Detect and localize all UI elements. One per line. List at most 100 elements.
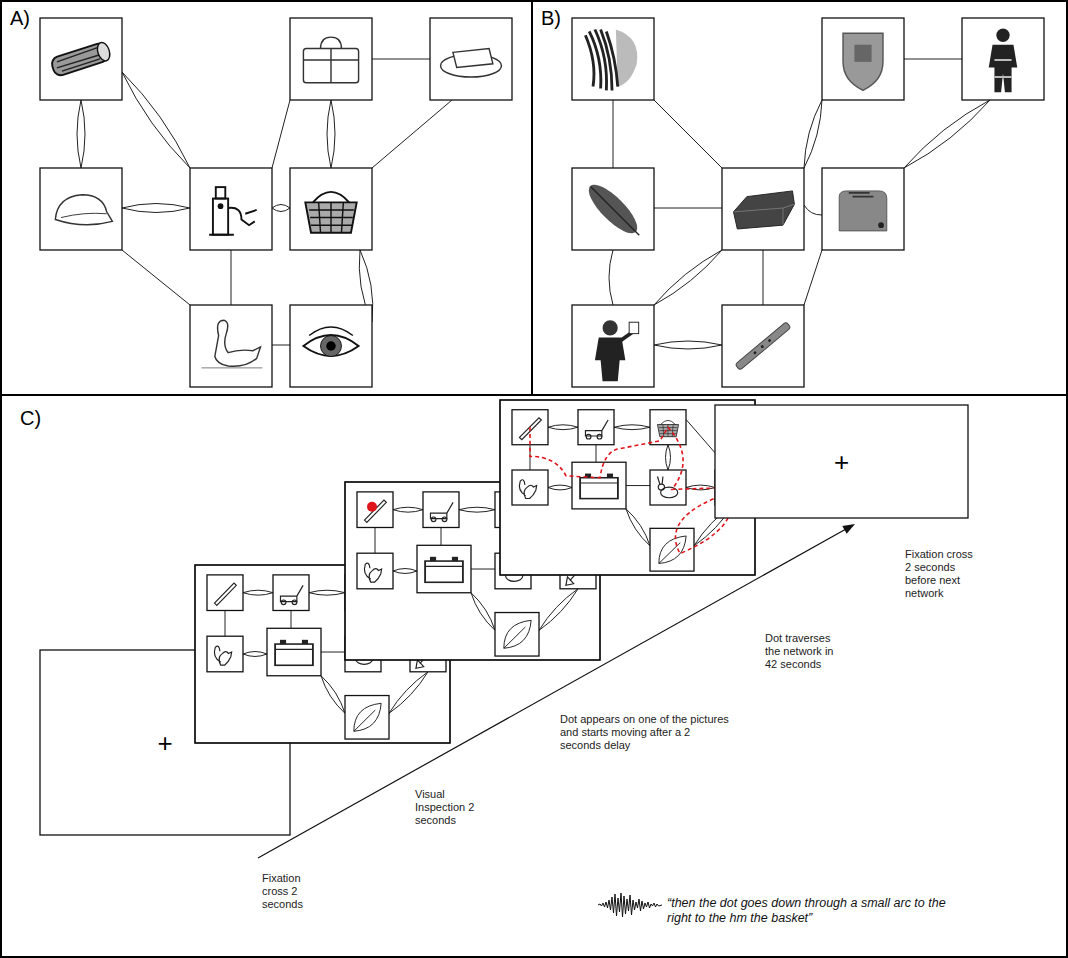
swan-picture (202, 367, 263, 368)
picture-box (207, 636, 243, 672)
mower-picture (431, 517, 436, 522)
mower-picture (597, 434, 602, 439)
mower-picture (281, 600, 286, 605)
speech-quote: “then the dot goes down through a small … (667, 896, 967, 926)
arc-link (904, 100, 990, 168)
battery-picture (607, 474, 613, 478)
arc-link (327, 100, 335, 168)
battery-picture (430, 557, 436, 561)
tray-picture (441, 49, 502, 78)
picture-box (207, 575, 243, 611)
pen-picture (364, 500, 386, 522)
battery-picture (580, 478, 618, 499)
mower-picture (585, 420, 608, 436)
mower-picture (586, 434, 591, 439)
arc-link (309, 590, 345, 595)
toaster-picture (839, 191, 887, 231)
arc-link (626, 509, 650, 546)
recorder-picture (735, 322, 791, 371)
eye-picture (303, 327, 358, 356)
pen-picture (214, 583, 236, 605)
fixation-slide: + (715, 405, 968, 518)
recorder-picture (760, 345, 764, 349)
arc-link (804, 205, 822, 215)
log-picture (50, 41, 112, 77)
arc-link (389, 672, 428, 714)
picture-box (822, 18, 904, 100)
network-link (375, 527, 376, 553)
network-link (804, 250, 822, 305)
network-link (654, 100, 722, 168)
fireman-picture (989, 29, 1018, 93)
network-link (231, 250, 232, 305)
picture-box (267, 628, 321, 675)
eye-picture (303, 335, 358, 356)
pump-picture (213, 199, 228, 235)
rabbit-picture (658, 484, 664, 490)
arc-link (471, 593, 495, 631)
toaster-picture (849, 193, 874, 197)
fixation-cross: + (157, 729, 172, 757)
arc-link (393, 507, 423, 512)
arc-link (122, 72, 190, 168)
arrow-head (842, 524, 855, 534)
arc-link (393, 569, 417, 574)
pen-picture (364, 500, 386, 522)
feather-picture (582, 178, 647, 243)
mower-picture (430, 502, 453, 521)
arc-link (609, 250, 613, 305)
basket-picture (657, 420, 678, 436)
network-link (626, 485, 650, 486)
arc-link (666, 445, 671, 470)
timeline-arrow (258, 529, 846, 858)
network-link (372, 59, 430, 60)
basket-picture (305, 192, 356, 233)
magician-picture (595, 320, 639, 381)
dot-path (530, 427, 733, 553)
fixation-slide: + (40, 650, 290, 835)
log-picture (95, 41, 112, 63)
network-link (272, 345, 290, 346)
arc-link (459, 507, 495, 512)
leaf-picture (659, 536, 686, 564)
squirrel-picture (519, 480, 536, 499)
picture-box (722, 168, 804, 250)
picture-box (345, 696, 389, 740)
arc-link (77, 100, 85, 168)
network-link (441, 527, 442, 545)
picture-box (578, 410, 614, 445)
log-picture (50, 41, 112, 77)
shield-picture (843, 33, 883, 90)
pen-picture (214, 583, 236, 605)
network-link (122, 250, 190, 305)
network-link (225, 610, 226, 636)
picture-box (430, 18, 512, 100)
leaf-picture (659, 536, 686, 564)
basket-picture (305, 202, 356, 232)
network-link (291, 610, 292, 628)
picture-box (357, 553, 393, 589)
coffin-picture (734, 204, 795, 225)
arc-link (243, 652, 267, 657)
leaf-picture (504, 620, 531, 648)
step-note: Dot appears on one of the pictures and s… (560, 713, 730, 752)
magician-picture (603, 320, 618, 335)
picture-box (572, 168, 654, 250)
battery-picture (425, 561, 463, 582)
step-note: Dot traverses the network in 42 seconds (765, 632, 840, 671)
network-link (904, 59, 962, 60)
toaster-picture (878, 222, 884, 228)
picture-box (512, 470, 548, 505)
picture-box (273, 575, 309, 611)
battery-picture (275, 649, 313, 650)
battery-picture (580, 482, 618, 483)
picture-box (290, 305, 372, 387)
recorder-picture (768, 338, 772, 342)
mower-picture (442, 517, 447, 522)
recorder-picture (735, 322, 791, 371)
network-link (471, 569, 495, 570)
eye-picture (309, 327, 353, 336)
picture-box (572, 18, 654, 100)
swan-picture (215, 320, 261, 366)
